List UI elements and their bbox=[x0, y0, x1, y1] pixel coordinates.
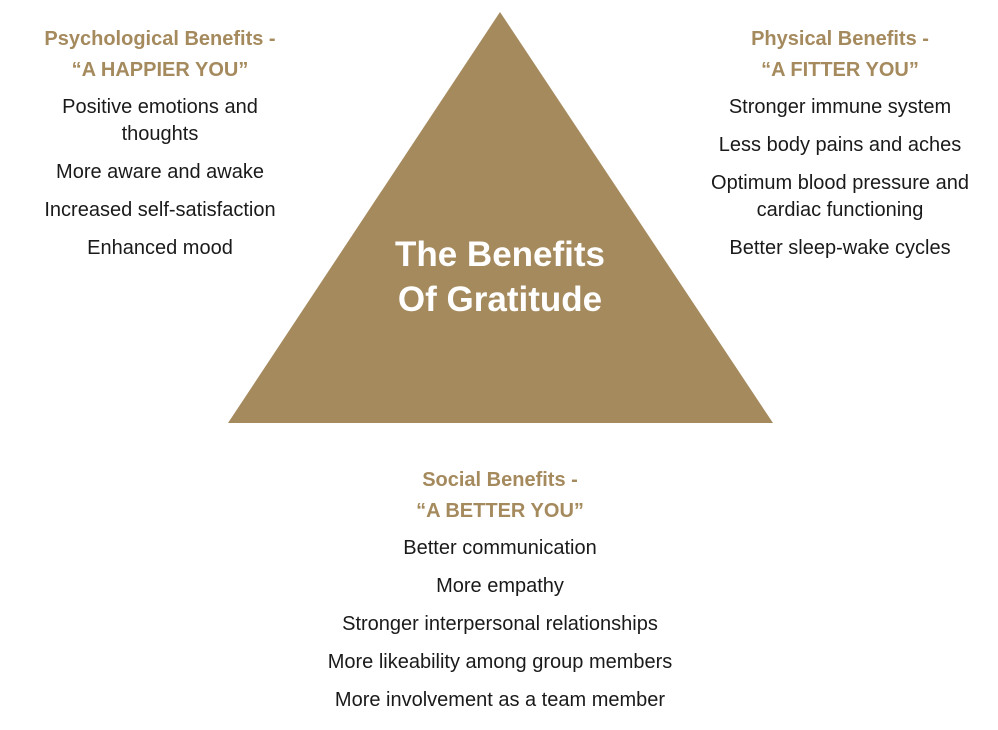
center-title: The Benefits Of Gratitude bbox=[350, 232, 650, 322]
physical-item: Stronger immune system bbox=[728, 96, 952, 118]
psychological-item: More aware and awake bbox=[56, 161, 264, 183]
physical-title: Physical Benefits - “A FITTER YOU” bbox=[690, 24, 990, 86]
physical-title-line1: Physical Benefits - bbox=[751, 28, 929, 50]
social-title-line2: “A BETTER YOU” bbox=[416, 500, 584, 522]
social-title: Social Benefits - “A BETTER YOU” bbox=[270, 465, 730, 527]
social-benefits: Social Benefits - “A BETTER YOU” Better … bbox=[270, 465, 730, 725]
social-title-line1: Social Benefits - bbox=[422, 469, 578, 491]
physical-item: Optimum blood pressure and cardiac funct… bbox=[711, 172, 969, 221]
social-item: More involvement as a team member bbox=[334, 689, 666, 711]
psychological-title-line2: “A HAPPIER YOU” bbox=[71, 59, 249, 81]
center-title-line1: The Benefits bbox=[394, 235, 606, 274]
physical-benefits: Physical Benefits - “A FITTER YOU” Stron… bbox=[690, 24, 990, 273]
psychological-item: Positive emotions and thoughts bbox=[62, 96, 258, 145]
psychological-item: Increased self-satisfaction bbox=[44, 199, 276, 221]
physical-title-line2: “A FITTER YOU” bbox=[761, 59, 919, 81]
social-item: Stronger interpersonal relationships bbox=[342, 613, 658, 635]
psychological-title: Psychological Benefits - “A HAPPIER YOU” bbox=[10, 24, 310, 86]
physical-item: Better sleep-wake cycles bbox=[729, 237, 951, 259]
social-item: More empathy bbox=[436, 575, 564, 597]
psychological-benefits: Psychological Benefits - “A HAPPIER YOU”… bbox=[10, 24, 310, 273]
social-item: More likeability among group members bbox=[327, 651, 673, 673]
social-item: Better communication bbox=[403, 537, 597, 559]
center-title-line2: Of Gratitude bbox=[397, 280, 603, 319]
psychological-title-line1: Psychological Benefits - bbox=[44, 28, 276, 50]
psychological-item: Enhanced mood bbox=[87, 237, 233, 259]
physical-item: Less body pains and aches bbox=[718, 134, 962, 156]
